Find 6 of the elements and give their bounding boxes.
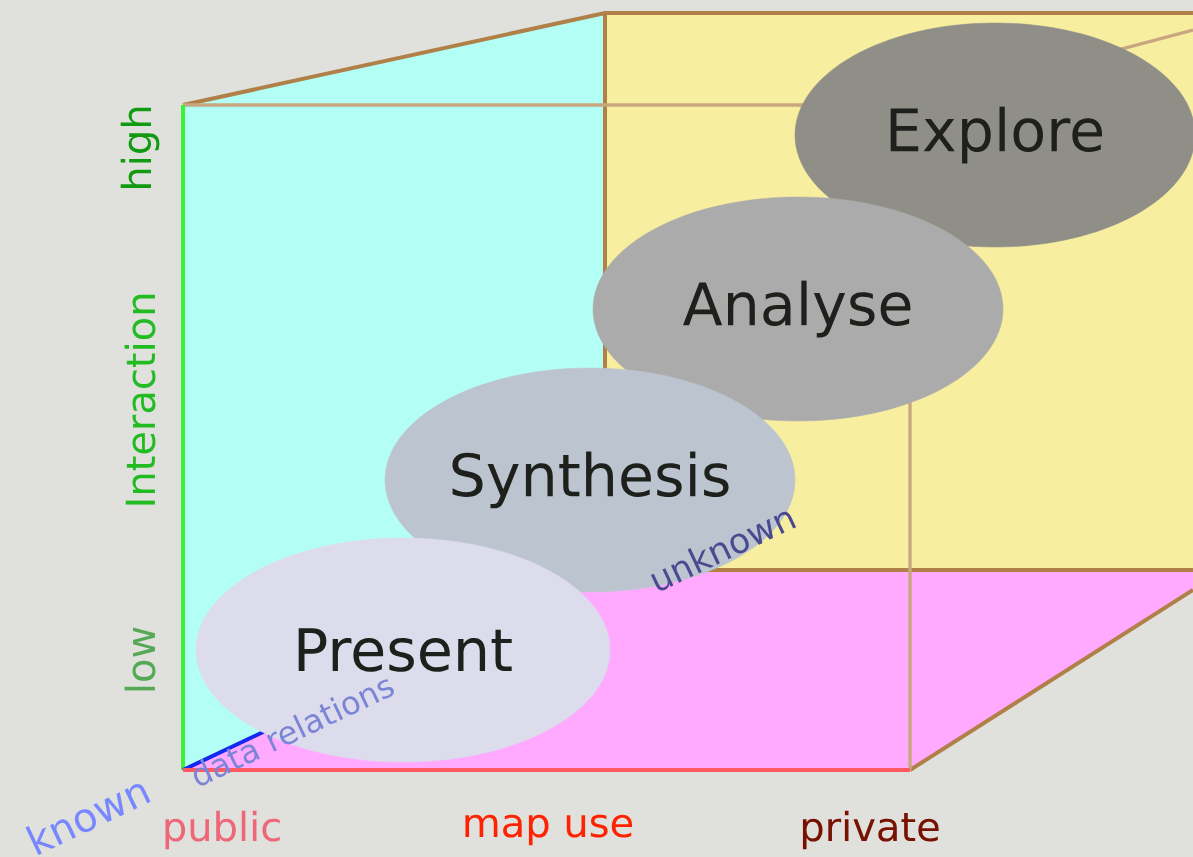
axis-label: low xyxy=(124,627,156,691)
axis-label: public xyxy=(165,810,280,850)
axis-label: private xyxy=(802,810,939,850)
axis-label: high xyxy=(120,107,160,188)
axis-label: map use xyxy=(465,814,633,846)
axis-label: Interaction xyxy=(124,294,156,505)
